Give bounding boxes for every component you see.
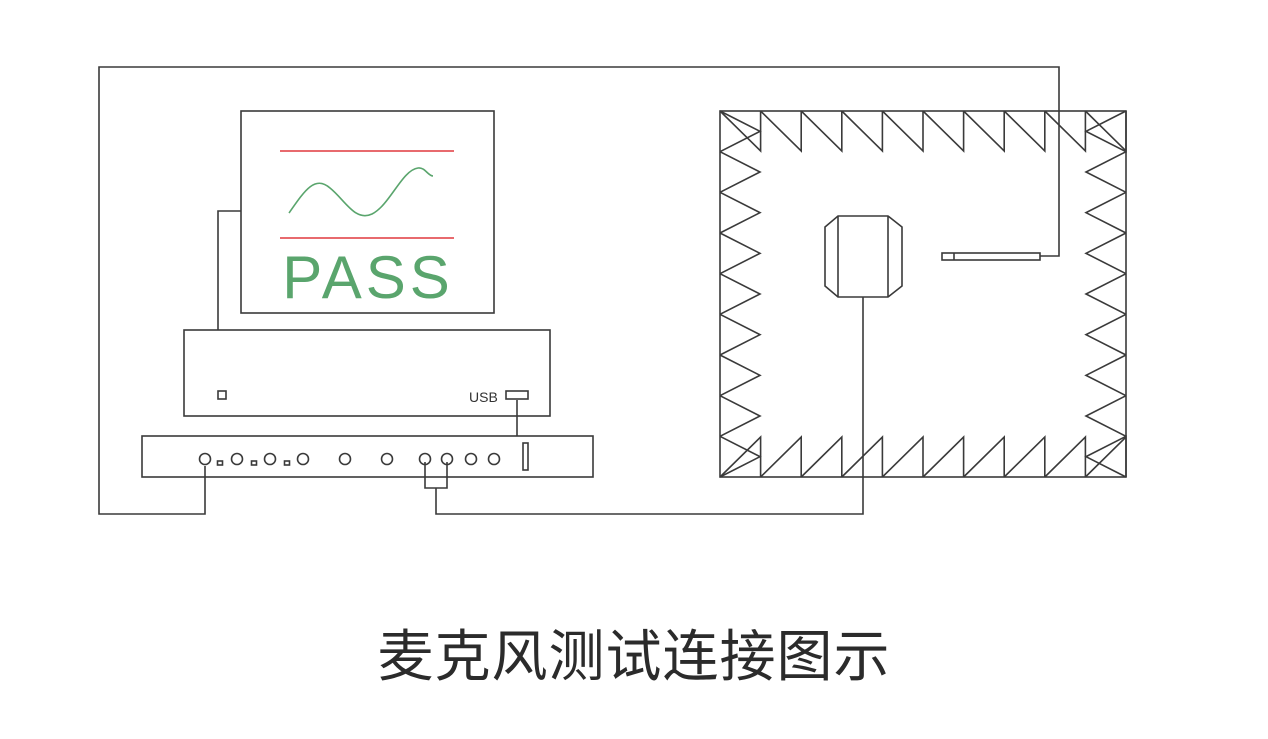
absorber-wedge — [760, 435, 803, 478]
cable-split — [424, 462, 448, 489]
test-microphone — [941, 252, 1041, 261]
connector-jack — [230, 452, 244, 466]
computer — [183, 329, 551, 417]
absorber-wedge — [922, 110, 965, 153]
absorber-wedge — [1044, 110, 1087, 153]
response-curve — [288, 167, 434, 217]
connector-jack — [198, 452, 212, 466]
absorber-wedge — [1084, 394, 1127, 438]
absorber-wedge — [1084, 191, 1127, 234]
panel-label — [522, 442, 529, 471]
audio-analyzer — [141, 435, 594, 478]
absorber-wedge — [719, 394, 762, 438]
absorber-wedge — [719, 272, 762, 316]
absorber-wedge — [1084, 150, 1127, 194]
absorber-wedge — [719, 435, 762, 478]
absorber-wedge — [1084, 272, 1127, 316]
absorber-wedge — [922, 435, 965, 478]
cable-mic — [435, 297, 864, 515]
absorber-wedge — [881, 110, 924, 153]
absorber-wedge — [800, 435, 843, 478]
absorber-wedge — [719, 191, 762, 234]
absorber-wedge — [1003, 435, 1046, 478]
power-button — [217, 390, 227, 400]
diagram-caption: 麦克风测试连接图示 — [377, 625, 891, 690]
absorber-wedge — [1044, 435, 1087, 478]
indicator-led — [283, 460, 291, 466]
absorber-wedge — [963, 435, 1006, 478]
absorber-wedge — [1003, 110, 1046, 153]
cable-monitor — [217, 210, 241, 330]
absorber-wedge — [1084, 435, 1127, 478]
absorber-wedge — [800, 110, 843, 153]
indicator-led — [250, 460, 258, 466]
indicator-led — [216, 460, 224, 466]
absorber-wedge — [719, 110, 762, 153]
connector-jack — [464, 452, 478, 466]
absorber-wedge — [1084, 110, 1127, 153]
connector-jack — [296, 452, 310, 466]
absorber-wedge — [1084, 232, 1127, 275]
monitor — [240, 110, 495, 314]
connector-jack — [440, 452, 454, 466]
absorber-wedge — [963, 110, 1006, 153]
absorber-wedge — [719, 232, 762, 275]
artificial-mouth — [824, 215, 903, 298]
absorber-wedge — [760, 110, 803, 153]
absorber-wedge — [1084, 354, 1127, 397]
anechoic-chamber — [719, 110, 1127, 478]
pass-label: PASS — [282, 244, 454, 311]
usb-label: USB — [469, 389, 498, 405]
absorber-wedge — [1084, 110, 1127, 153]
absorber-wedge — [841, 110, 884, 153]
absorber-wedge — [1084, 435, 1127, 478]
connector-jack — [380, 452, 394, 466]
absorber-wedge — [881, 435, 924, 478]
connector-jack — [263, 452, 277, 466]
connector-jack — [418, 452, 432, 466]
usb-port — [505, 390, 529, 400]
connector-jack — [338, 452, 352, 466]
absorber-wedge — [841, 435, 884, 478]
cable-loop — [98, 66, 1060, 515]
absorber-wedge — [719, 110, 762, 153]
absorber-wedge — [719, 435, 762, 478]
absorber-wedge — [1084, 313, 1127, 356]
absorber-wedge — [719, 313, 762, 356]
absorber-wedge — [719, 354, 762, 397]
connector-jack — [487, 452, 501, 466]
absorber-wedge — [719, 150, 762, 194]
